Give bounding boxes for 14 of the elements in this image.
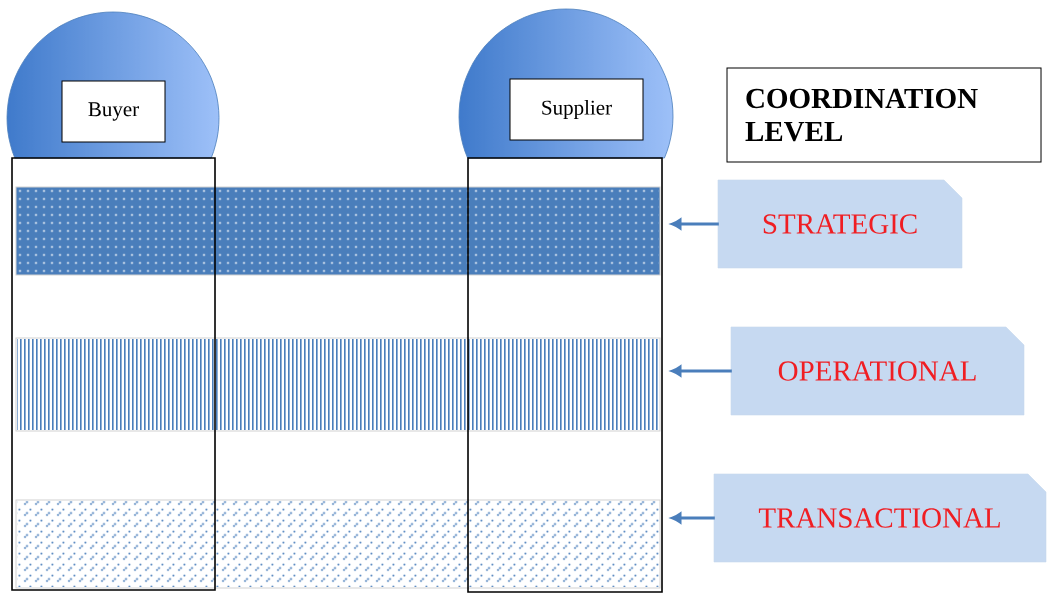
arrow: [671, 218, 719, 230]
name-box: Buyer: [61, 80, 166, 143]
column-outline: [11, 157, 216, 591]
arrow: [671, 365, 732, 377]
title-box: COORDINATION LEVEL: [726, 67, 1042, 163]
level-box: TRANSACTIONAL: [713, 473, 1047, 563]
level-box: OPERATIONAL: [730, 326, 1025, 416]
column-outline: [467, 157, 663, 593]
arrow: [671, 512, 715, 524]
pattern-band: [15, 499, 661, 589]
pattern-band: [15, 186, 661, 276]
name-box: Supplier: [509, 78, 644, 141]
pattern-band: [15, 337, 661, 432]
level-box: STRATEGIC: [717, 179, 963, 269]
